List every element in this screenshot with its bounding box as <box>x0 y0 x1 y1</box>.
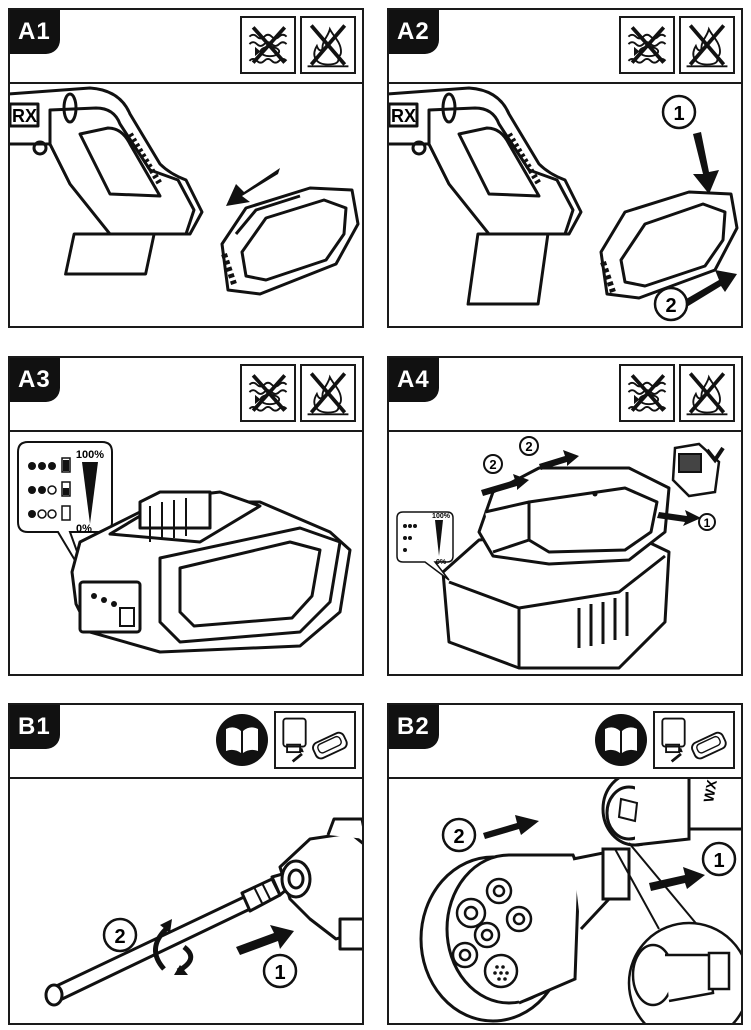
charge-empty-label: 0% <box>76 523 92 535</box>
panel-a4: A4 <box>387 356 743 676</box>
step-callout-2b: 2 <box>525 439 532 454</box>
step-label: A2 <box>389 10 439 54</box>
illustration-charging: 100% 0% 2 2 1 <box>389 432 741 674</box>
step-label: A4 <box>389 358 439 402</box>
illustration-battery-removal: RX <box>10 84 362 326</box>
panel-header: B1 <box>10 705 362 779</box>
step-callout-1: 1 <box>274 962 285 984</box>
panel-header: A1 <box>10 10 362 84</box>
no-fire-icon <box>300 16 356 74</box>
warning-icons <box>240 16 356 74</box>
warning-icons <box>240 364 356 422</box>
step-callout-1: 1 <box>704 516 711 530</box>
battery-reference-icon <box>653 711 735 769</box>
illustration-charge-indicator: 100% 0% <box>10 432 362 674</box>
read-manual-icon <box>593 711 649 769</box>
no-fire-icon <box>679 16 735 74</box>
no-fire-icon <box>679 364 735 422</box>
panel-a2: A2 RX 1 <box>387 8 743 328</box>
step-callout-1: 1 <box>713 850 724 872</box>
panel-b1: B1 2 <box>8 703 364 1025</box>
illustration-battery-insertion: RX 1 2 <box>389 84 741 326</box>
step-label: A1 <box>10 10 60 54</box>
panel-a1: A1 RX <box>8 8 364 328</box>
step-label: B1 <box>10 705 60 749</box>
info-icons <box>593 711 735 769</box>
warning-icons <box>619 16 735 74</box>
info-icons <box>214 711 356 769</box>
warning-icons <box>619 364 735 422</box>
no-fire-icon <box>300 364 356 422</box>
panel-a3: A3 100% 0% <box>8 356 364 676</box>
charge-full-label: 100% <box>432 513 451 520</box>
step-label: A3 <box>10 358 60 402</box>
panel-b2: B2 <box>387 703 743 1025</box>
product-tag: WX <box>700 779 720 804</box>
panel-header: A2 <box>389 10 741 84</box>
step-callout-1: 1 <box>673 103 684 125</box>
battery-reference-icon <box>274 711 356 769</box>
no-water-immersion-icon <box>619 364 675 422</box>
step-callout-2a: 2 <box>489 457 496 472</box>
tool-brand-mark: RX <box>12 106 37 126</box>
illustration-nozzle-attach: 2 WX 1 <box>389 779 741 1023</box>
panel-header: A3 <box>10 358 362 432</box>
illustration-wand-attach: 2 1 <box>10 779 362 1023</box>
no-water-immersion-icon <box>619 16 675 74</box>
step-callout-2: 2 <box>665 295 676 317</box>
step-callout-2: 2 <box>453 826 464 848</box>
charge-empty-label: 0% <box>436 559 447 566</box>
no-water-immersion-icon <box>240 16 296 74</box>
charge-full-label: 100% <box>76 449 104 461</box>
tool-brand-mark: RX <box>391 106 416 126</box>
read-manual-icon <box>214 711 270 769</box>
panel-header: B2 <box>389 705 741 779</box>
no-water-immersion-icon <box>240 364 296 422</box>
panel-header: A4 <box>389 358 741 432</box>
step-callout-2: 2 <box>114 926 125 948</box>
step-label: B2 <box>389 705 439 749</box>
